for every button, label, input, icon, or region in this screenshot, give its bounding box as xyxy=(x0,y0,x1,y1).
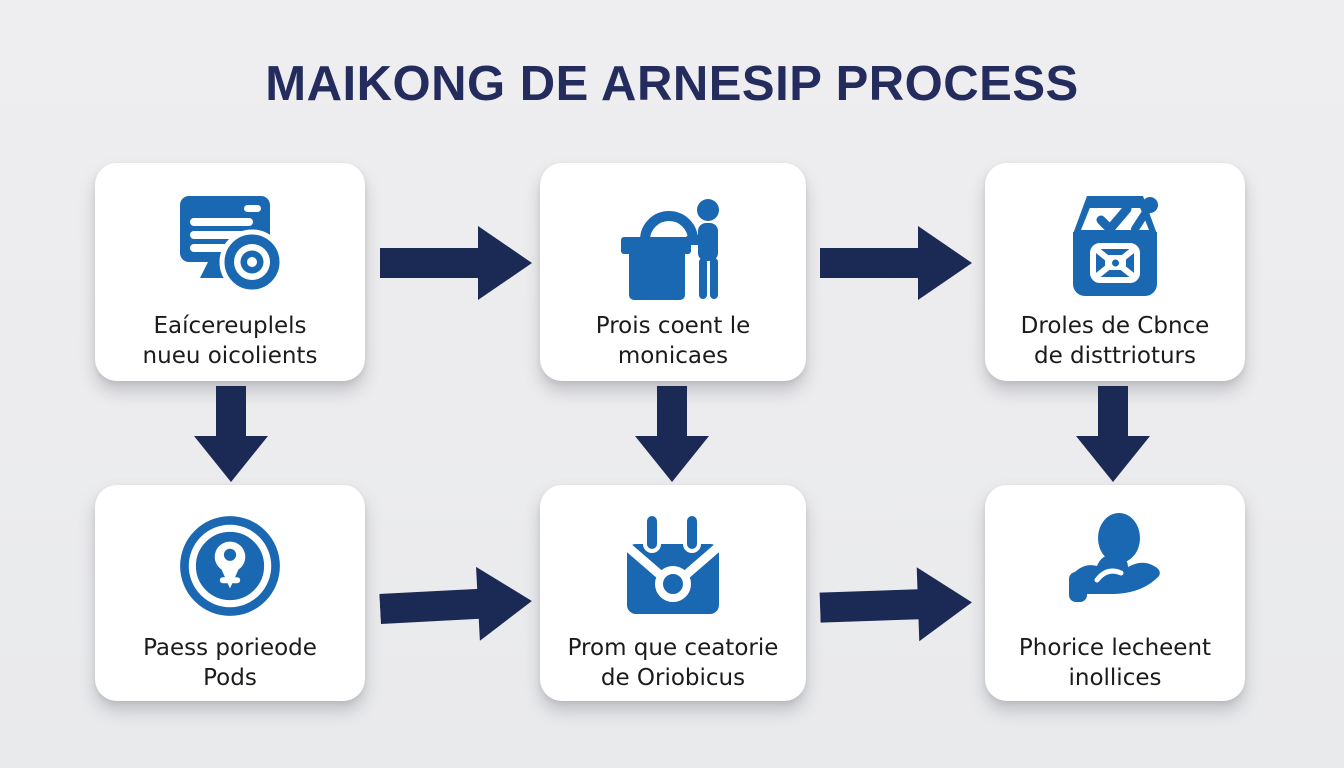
step-card-2: Prois coent le monicaes xyxy=(540,163,806,381)
step-label-6: Phorice lecheent inollices xyxy=(1019,633,1211,693)
arrow-down-step3-step6 xyxy=(1076,386,1150,482)
step-label-4-line1: Paess porieode xyxy=(143,635,317,661)
page-title: MAIKONG DE ARNESIP PROCESS xyxy=(265,57,1079,111)
step-label-1: Eaícereuplels nueu oicolients xyxy=(143,311,318,371)
step-label-6-line2: inollices xyxy=(1068,665,1162,691)
step-label-4-line2: Pods xyxy=(203,665,257,691)
step-card-3: Droles de Cbnce de disttrioturs xyxy=(985,163,1245,381)
target-pin-icon xyxy=(174,505,286,627)
arrow-right-step2-step3 xyxy=(820,224,972,302)
step-label-4: Paess porieode Pods xyxy=(143,633,317,693)
step-card-6: Phorice lecheent inollices xyxy=(985,485,1245,701)
step-label-2-line2: monicaes xyxy=(617,343,729,369)
step-card-1: Eaícereuplels nueu oicolients xyxy=(95,163,365,381)
step-label-5-line2: de Oriobicus xyxy=(600,665,746,691)
arrow-right-step1-step2 xyxy=(380,224,532,302)
step-label-6-line1: Phorice lecheent xyxy=(1018,635,1212,661)
step-label-5: Prom que ceatorie de Oriobicus xyxy=(568,633,779,693)
step-label-3: Droles de Cbnce de disttrioturs xyxy=(1021,311,1210,371)
step-label-3-line1: Droles de Cbnce xyxy=(1020,313,1210,339)
arrow-down-step1-step4 xyxy=(194,386,268,482)
envelope-calendar-icon xyxy=(612,505,734,627)
arrow-right-step4-step5 xyxy=(378,562,534,648)
step-label-1-line1: Eaícereuplels xyxy=(153,313,307,339)
step-label-5-line1: Prom que ceatorie xyxy=(567,635,779,661)
step-card-4: Paess porieode Pods xyxy=(95,485,365,701)
server-disc-icon xyxy=(169,183,291,305)
step-label-1-line2: nueu oicolients xyxy=(142,343,318,369)
step-card-5: Prom que ceatorie de Oriobicus xyxy=(540,485,806,701)
person-hand-icon xyxy=(1054,505,1176,627)
basket-person-icon xyxy=(612,183,734,305)
step-label-3-line2: de disttrioturs xyxy=(1033,343,1196,369)
arrow-down-step2-step5 xyxy=(635,386,709,482)
ballot-box-icon xyxy=(1054,183,1176,305)
step-label-2: Prois coent le monicaes xyxy=(596,311,751,371)
arrow-right-step5-step6 xyxy=(819,563,974,646)
step-label-2-line1: Prois coent le xyxy=(595,313,751,339)
